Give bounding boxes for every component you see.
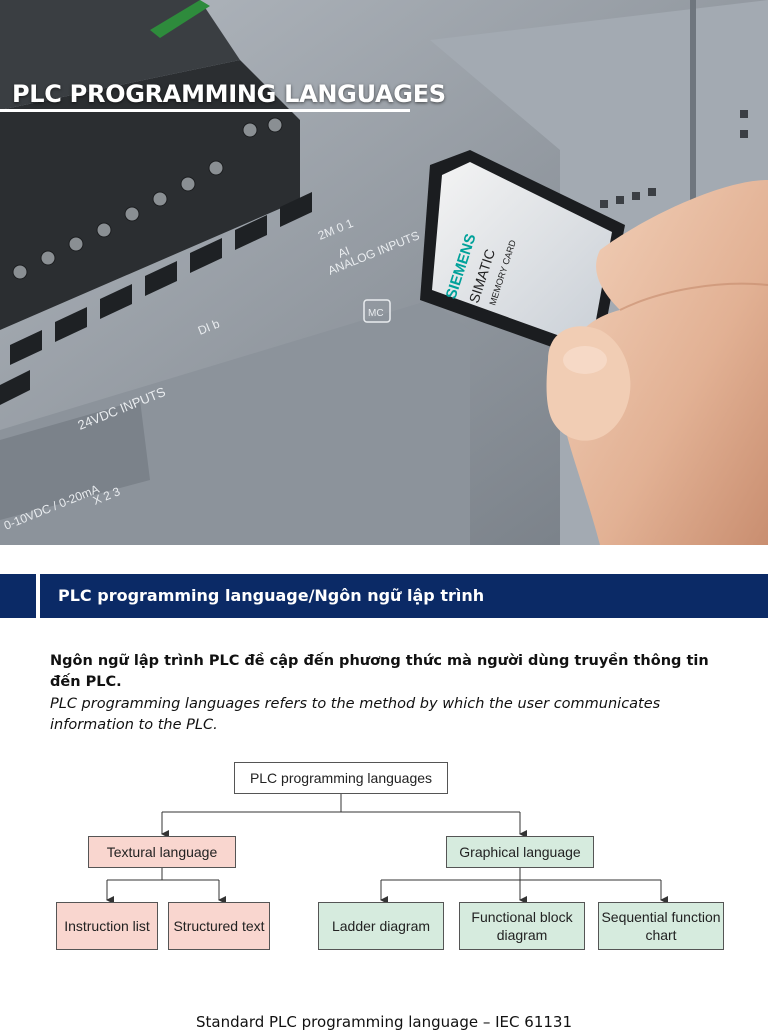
plc-memory-card-illustration: 24VDC INPUTS ANALOG INPUTS 2M 0 1 AI DI …	[0, 0, 768, 545]
mc-slot-icon	[363, 299, 391, 323]
hero-photo: 24VDC INPUTS ANALOG INPUTS 2M 0 1 AI DI …	[0, 0, 768, 545]
memory-card: SIEMENS SIMATIC MEMORY CARD	[420, 150, 625, 355]
node-plc-programming-languages: PLC programming languages	[234, 762, 448, 794]
node-functional-block-diagram: Functional block diagram	[459, 902, 585, 950]
section-title: PLC programming language/Ngôn ngữ lập tr…	[58, 586, 485, 605]
panel-label-ai: AI	[336, 244, 352, 261]
node-sequential-function-chart: Sequential function chart	[598, 902, 724, 950]
banner-accent-bar	[36, 574, 40, 618]
node-instruction-list: Instruction list	[56, 902, 158, 950]
footer-caption: Standard PLC programming language – IEC …	[196, 1013, 572, 1031]
title-underline	[0, 109, 410, 112]
section-banner: PLC programming language/Ngôn ngữ lập tr…	[0, 574, 768, 618]
node-textual-language: Textural language	[88, 836, 236, 868]
panel-label-mc: MC	[368, 308, 384, 319]
description-vietnamese: Ngôn ngữ lập trình PLC đề cập đến phương…	[50, 653, 709, 690]
node-ladder-diagram: Ladder diagram	[318, 902, 444, 950]
hand	[546, 180, 768, 545]
page-title: PLC PROGRAMMING LANGUAGES	[12, 80, 446, 108]
node-graphical-language: Graphical language	[446, 836, 594, 868]
node-structured-text: Structured text	[168, 902, 270, 950]
description-english: PLC programming languages refers to the …	[50, 696, 661, 733]
